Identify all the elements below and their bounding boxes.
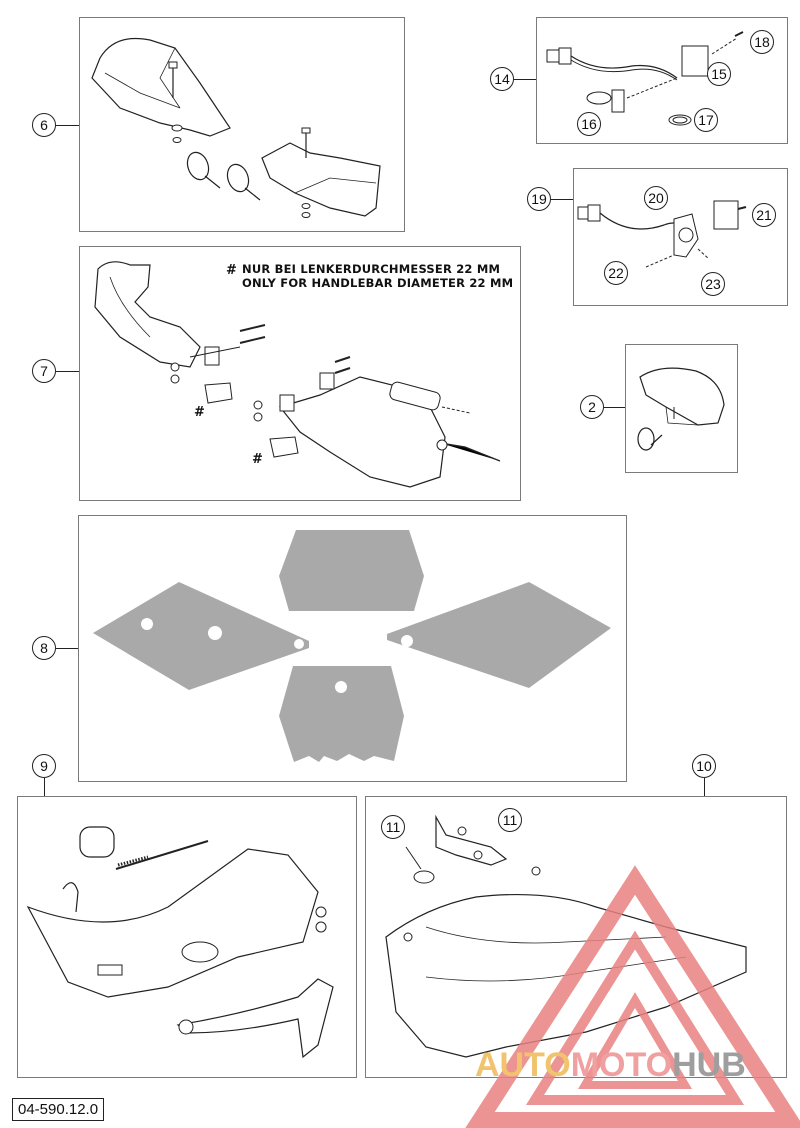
leader-6 [56,125,79,126]
panel-handguard-mount: # NUR BEI LENKERDURCHMESSER 22 MM ONLY F… [79,246,521,501]
callout-18: 18 [750,30,774,54]
panel-switch-b [573,168,788,306]
callout-23: 23 [701,272,725,296]
watermark-auto: AUTO [475,1046,571,1084]
leader-8 [56,648,78,649]
decal-left-side [93,582,309,690]
callout-16: 16 [577,112,601,136]
note-line-2: ONLY FOR HANDLEBAR DIAMETER 22 MM [242,276,514,290]
decal-right-side [387,582,611,688]
callout-20: 20 [644,186,668,210]
switch-b-drawing [577,200,747,268]
callout-8: 8 [32,636,56,660]
callout-11-right: 11 [498,808,522,832]
callout-15: 15 [707,62,731,86]
panel-skid-plate-a [17,796,357,1078]
watermark-moto: MOTO [570,1046,673,1084]
note-line-1: NUR BEI LENKERDURCHMESSER 22 MM [242,262,501,276]
part-number: 04-590.12.0 [12,1098,105,1121]
watermark-logo [465,865,800,1128]
hash-mark-note: # [226,263,237,278]
callout-7: 7 [32,359,56,383]
callout-10: 10 [692,754,716,778]
callout-19: 19 [527,187,551,211]
panel-decals [78,515,627,782]
hash-mark-clamp-b: # [252,452,263,467]
callout-2: 2 [580,395,604,419]
callout-6: 6 [32,113,56,137]
callout-17: 17 [694,108,718,132]
leader-10 [704,778,705,796]
leader-7 [56,371,79,372]
skid-plate-a-drawing [26,826,334,1059]
leader-14 [514,79,536,80]
handguard-drawing [91,37,381,218]
switch-a-drawing [546,31,744,126]
watermark-text: AUTOMOTOHUB [475,1046,746,1085]
decal-front-number-plate [279,530,424,611]
mount-drawing [94,261,501,488]
callout-22: 22 [604,261,628,285]
callout-21: 21 [752,203,776,227]
panel-cover [625,344,738,473]
callout-9: 9 [32,754,56,778]
decal-set [93,530,611,762]
callout-11-left: 11 [381,815,405,839]
callout-14: 14 [490,67,514,91]
cover-drawing [637,367,725,451]
watermark-hub: HUB [672,1046,746,1084]
panel-handguards [79,17,405,232]
leader-19 [551,199,573,200]
hash-mark-clamp-a: # [194,405,205,420]
decal-rear-number-plate [279,666,404,762]
leader-2 [604,407,625,408]
leader-9 [44,778,45,796]
